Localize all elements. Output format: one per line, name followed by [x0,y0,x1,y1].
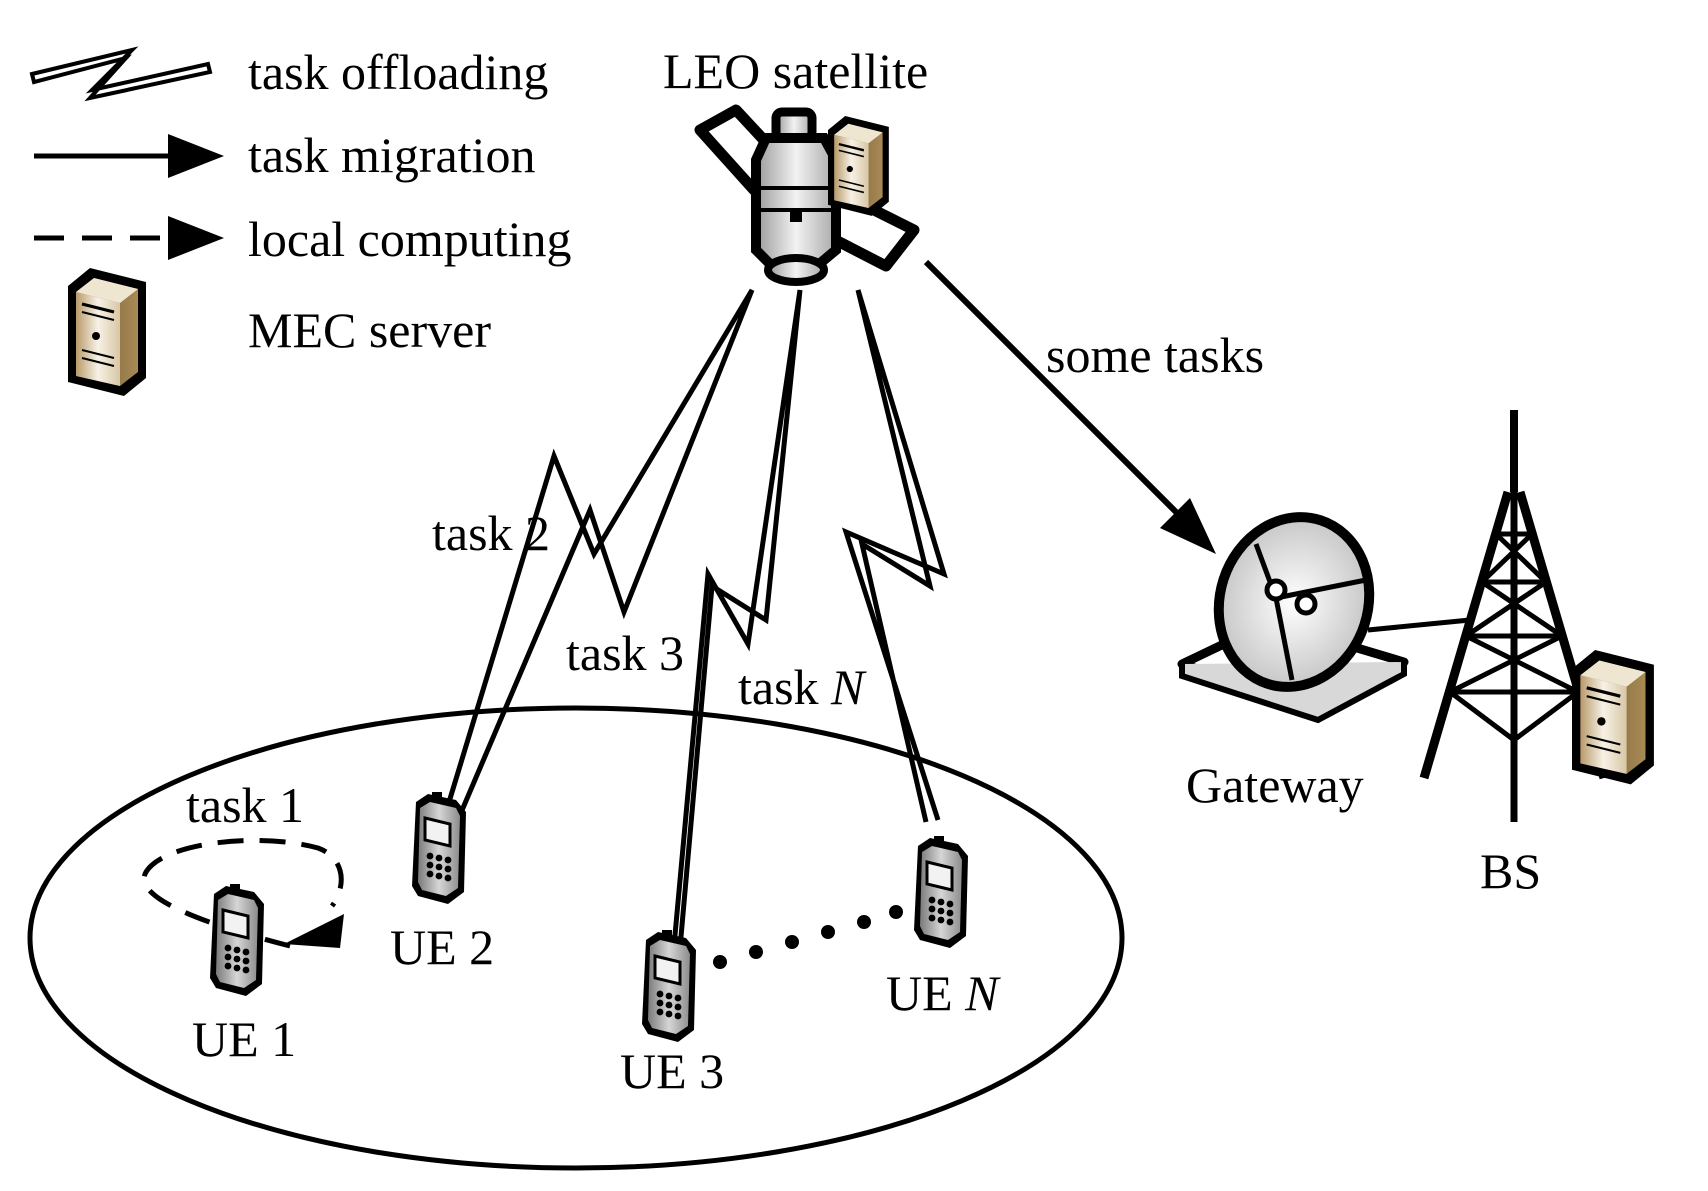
task1-label: task 1 [186,777,304,833]
ue2-device-icon [410,790,468,906]
taskN-offload-link [841,289,948,823]
local-computing-loop [141,838,344,949]
task3-offload-link [671,289,803,949]
legend: task offloading task migration local com… [29,44,572,398]
gateway [1177,512,1409,724]
task3-label: task 3 [566,625,684,681]
ue3-device-icon [640,928,698,1044]
migration-label: some tasks [1046,327,1264,383]
legend-local-computing-label: local computing [248,211,572,267]
ue3-label: UE 3 [620,1043,724,1099]
task2-offload-link [443,288,755,816]
bs-label: BS [1480,843,1541,899]
taskN-label: task N [738,659,867,715]
ue1-label: UE 1 [192,1011,296,1067]
offloading-bolt-icon [29,46,213,102]
coverage-area [27,705,1125,1171]
bs-mec-server-icon [1570,648,1656,786]
satellite-body-icon [751,107,841,286]
gateway-bs-link [1367,617,1471,633]
satellite-mec-server-icon [826,114,891,218]
gateway-label: Gateway [1186,757,1364,813]
ueN-label: UE N [886,965,1001,1021]
ue1-device-icon [208,882,266,998]
ue2-label: UE 2 [390,919,494,975]
task2-label: task 2 [432,505,550,561]
local-computing-arrow-icon [34,216,224,260]
migration-arrow-icon [34,134,224,178]
offloading-links [443,288,948,949]
satellite-dish-icon [1213,512,1375,692]
ueN-device-icon [912,834,970,950]
legend-mec-server-label: MEC server [248,302,491,358]
ue-ellipsis-dots [713,905,903,969]
legend-task-migration-label: task migration [248,127,535,183]
leo-satellite: LEO satellite [663,43,928,286]
satellite-label: LEO satellite [663,43,928,99]
legend-task-offloading-label: task offloading [248,44,548,100]
mec-server-icon [66,266,148,398]
migration-arrow [923,259,1216,554]
